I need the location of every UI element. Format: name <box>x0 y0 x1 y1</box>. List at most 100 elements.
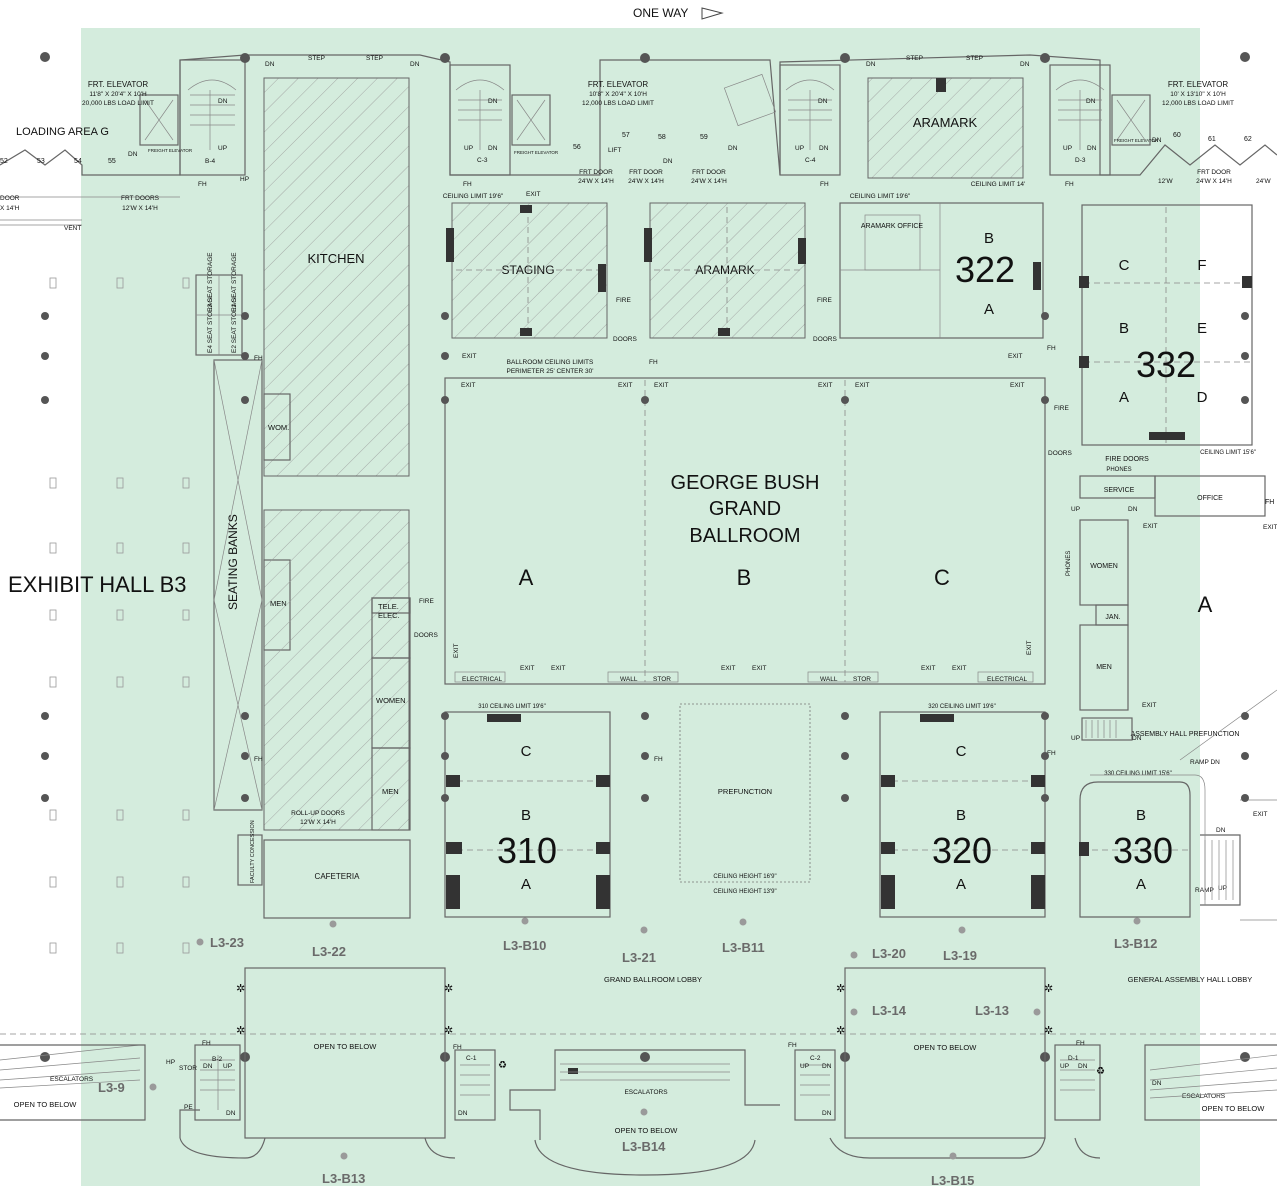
exit-label: EXIT <box>461 382 475 389</box>
aramark-upper-room <box>867 77 1024 179</box>
vents <box>446 78 1252 1074</box>
grand-ballroom <box>444 377 1046 685</box>
seating-banks-label: SEATING BANKS <box>226 514 240 610</box>
fire-hose-label: FH <box>820 181 829 188</box>
dock-number: 57 <box>622 132 630 139</box>
stair-core-d3 <box>1049 64 1111 176</box>
svg-text:✲: ✲ <box>444 1025 453 1037</box>
stair-dn-label: DN <box>822 1063 832 1070</box>
svg-text:✲: ✲ <box>836 1025 845 1037</box>
highlight-region <box>81 28 1200 1186</box>
location-marker-l3-19: L3-19 <box>943 948 977 963</box>
escalators-label: ESCALATORS <box>50 1076 94 1083</box>
exit-label: EXIT <box>551 665 565 672</box>
room-330-number: 330 <box>1113 830 1173 871</box>
stair-up-label: UP <box>795 145 804 152</box>
svg-text:✲: ✲ <box>1044 983 1053 995</box>
prefunction-room <box>679 703 811 883</box>
stair-dn-label: DN <box>1020 61 1030 68</box>
room-section-label: B <box>956 807 966 824</box>
location-marker-l3-b10: L3-B10 <box>503 938 546 953</box>
ceiling-limit-label: CEILING LIMIT 15'6" <box>1200 450 1256 456</box>
ceiling-limit-label: 330 CEILING LIMIT 15'6" <box>1104 771 1172 777</box>
room-section-label: A <box>521 876 531 893</box>
room-section-label: C <box>956 743 967 760</box>
room-section-label: B <box>1119 320 1129 337</box>
ramp-dn-label: RAMP DN <box>1190 759 1220 766</box>
room-310-number: 310 <box>497 830 557 871</box>
aramark-label: ARAMARK <box>913 115 978 130</box>
fire-door-label: FIRE <box>419 598 434 605</box>
vent-label: VENT <box>64 225 81 232</box>
cafeteria-room <box>263 839 411 919</box>
core-id-label: C-2 <box>810 1055 821 1062</box>
open-to-below-label: OPEN TO BELOW <box>914 1043 978 1052</box>
stair-core-c3 <box>449 64 511 176</box>
freight-elevator-dims: 10' X 13'10" X 10'H <box>1170 91 1226 98</box>
fire-hose-label: FH <box>1047 750 1056 757</box>
stair-dn-label: DN <box>1216 827 1226 834</box>
frt-doors-size: 12'W X 14'H <box>122 205 158 212</box>
location-marker-l3-20: L3-20 <box>872 946 906 961</box>
stair-up-label: UP <box>800 1063 809 1070</box>
exit-label: EXIT <box>818 382 832 389</box>
stair-dn-label: DN <box>1152 137 1162 144</box>
kitchen-label: KITCHEN <box>307 251 364 266</box>
freight-elevator-2 <box>511 94 551 146</box>
one-way-arrow-icon <box>701 7 724 20</box>
service-label: SERVICE <box>1104 487 1135 494</box>
ceiling-limit-label: CEILING LIMIT 19'6" <box>850 193 911 200</box>
ballroom-section-a: A <box>519 565 534 590</box>
fire-door-label: DOORS <box>813 336 838 343</box>
dock-number: 56 <box>573 144 581 151</box>
room-332 <box>1081 204 1253 446</box>
office-label: OFFICE <box>1197 495 1223 502</box>
frt-door-label: FRT DOOR <box>692 169 726 176</box>
pe-label: PE <box>184 1104 193 1111</box>
tele-room-label: TELE. <box>378 602 399 611</box>
core-id-label: D-1 <box>1068 1055 1079 1062</box>
phones-label: PHONES <box>1106 467 1131 473</box>
open-to-below-label: OPEN TO BELOW <box>615 1126 679 1135</box>
location-marker-l3-b15: L3-B15 <box>931 1173 974 1188</box>
location-marker-l3-22: L3-22 <box>312 944 346 959</box>
fire-hose-label: FH <box>649 359 658 366</box>
escalators-label: ESCALATORS <box>1182 1093 1226 1100</box>
step-label: STEP <box>366 55 383 62</box>
general-assembly-hall-lobby-label: GENERAL ASSEMBLY HALL LOBBY <box>1128 975 1253 984</box>
exit-label: EXIT <box>462 353 476 360</box>
svg-text:✲: ✲ <box>1044 1025 1053 1037</box>
stair-up-label: UP <box>223 1063 232 1070</box>
hp-label: HP <box>240 176 249 183</box>
room-section-label: E <box>1197 320 1207 337</box>
fire-hose-label: FH <box>254 756 263 763</box>
stair-dn-label: DN <box>128 151 138 158</box>
stair-dn-label: DN <box>819 145 829 152</box>
exit-label: EXIT <box>618 382 632 389</box>
freight-elevator-dims: 11'8" X 20'4" X 10'H <box>89 91 147 98</box>
hp-label: HP <box>166 1059 175 1066</box>
exit-label: EXIT <box>453 644 460 658</box>
open-to-below-label: OPEN TO BELOW <box>1202 1104 1266 1113</box>
seating-banks <box>213 359 263 811</box>
fire-door-label: FIRE <box>1054 405 1069 412</box>
fire-door-label: DOORS <box>414 632 439 639</box>
svg-text:✲: ✲ <box>236 1025 245 1037</box>
freight-elevator-tag: FREIGHT ELEVATOR <box>514 150 559 155</box>
kitchen-lower-area <box>263 509 410 831</box>
seat-storage-label: E4 SEAT STORAGE <box>207 293 214 353</box>
prefunction-label: PREFUNCTION <box>718 787 772 796</box>
stair-dn-label: DN <box>663 158 673 165</box>
room-section-label: A <box>1136 876 1146 893</box>
location-marker-l3-b11: L3-B11 <box>722 940 765 955</box>
fire-hose-label: FH <box>453 1044 462 1051</box>
exit-label: EXIT <box>654 382 668 389</box>
dock-number: 60 <box>1173 132 1181 139</box>
open-to-below-label: OPEN TO BELOW <box>314 1042 378 1051</box>
room-322-block <box>839 202 1044 339</box>
grand-ballroom-lobby-label: GRAND BALLROOM LOBBY <box>604 975 702 984</box>
stair-up-label: UP <box>1063 145 1072 152</box>
core-id-label: C-1 <box>466 1055 477 1062</box>
room-section-label: A <box>956 876 966 893</box>
loading-area-label: LOADING AREA G <box>16 126 109 138</box>
